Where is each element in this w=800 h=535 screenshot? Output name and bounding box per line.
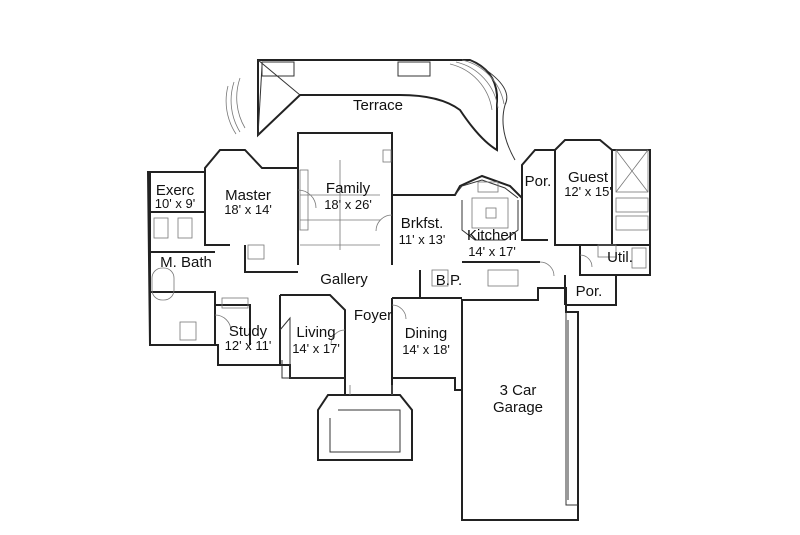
room-dims-study: 12' x 11' (225, 338, 272, 353)
room-label-study: Study 12' x 11' (225, 323, 272, 353)
room-name-terrace: Terrace (353, 97, 403, 114)
room-label-dining: Dining 14' x 18' (402, 325, 450, 357)
room-name-dining: Dining (405, 325, 448, 342)
room-name-garage: 3 Car (500, 382, 537, 399)
room-dims-living: 14' x 17' (292, 341, 340, 356)
room-label-foyer: Foyer (354, 307, 392, 324)
room-label-por-lower: Por. (576, 283, 603, 300)
room-label-living: Living 14' x 17' (292, 324, 340, 356)
room-name-por-upper: Por. (525, 173, 552, 190)
room-label-gallery: Gallery (320, 271, 368, 288)
exterior-walls (146, 132, 651, 396)
room-name-master: Master (225, 187, 271, 204)
room-name-gallery: Gallery (320, 271, 368, 288)
room-name-exerc: Exerc (156, 182, 195, 199)
room-label-guest: Guest 12' x 15' (564, 169, 612, 199)
room-name-util: Util. (607, 249, 633, 266)
room-dims-exerc: 10' x 9' (155, 196, 195, 211)
room-dims-brkfst: 11' x 13' (399, 232, 446, 247)
room-label-exerc: Exerc 10' x 9' (155, 182, 195, 211)
room-label-por-upper: Por. (525, 173, 552, 190)
room-label-master: Master 18' x 14' (224, 187, 272, 217)
room-dims-kitchen: 14' x 17' (468, 244, 516, 259)
door-swings (214, 189, 593, 345)
room-label-terrace: Terrace (353, 97, 403, 114)
room-name-kitchen: Kitchen (467, 227, 517, 244)
room-dims-garage: Garage (493, 399, 543, 416)
entry-porch (317, 385, 413, 461)
room-label-bp: B.P. (436, 272, 462, 289)
room-name-study: Study (229, 323, 268, 340)
room-name-brkfst: Brkfst. (401, 215, 444, 232)
room-label-util: Util. (607, 249, 633, 266)
bay-windows (279, 179, 519, 379)
room-label-brkfst: Brkfst. 11' x 13' (399, 215, 446, 247)
room-name-por-lower: Por. (576, 283, 603, 300)
room-label-kitchen: Kitchen 14' x 17' (467, 227, 517, 259)
room-name-living: Living (296, 324, 335, 341)
room-dims-family: 18' x 26' (324, 197, 372, 212)
room-name-guest: Guest (568, 169, 609, 186)
room-name-family: Family (326, 180, 371, 197)
garage-outline (461, 287, 579, 521)
terrace-outline (225, 59, 516, 161)
room-label-garage: 3 Car Garage (493, 382, 543, 416)
room-name-bp: B.P. (436, 272, 462, 289)
room-dims-master: 18' x 14' (224, 202, 272, 217)
room-label-family: Family 18' x 26' (324, 180, 372, 212)
room-dims-guest: 12' x 15' (564, 184, 612, 199)
room-name-mbath: M. Bath (160, 254, 212, 271)
room-dims-dining: 14' x 18' (402, 342, 450, 357)
room-name-foyer: Foyer (354, 307, 392, 324)
room-label-mbath: M. Bath (160, 254, 212, 271)
fixtures (151, 149, 649, 341)
interior-walls (148, 150, 650, 378)
